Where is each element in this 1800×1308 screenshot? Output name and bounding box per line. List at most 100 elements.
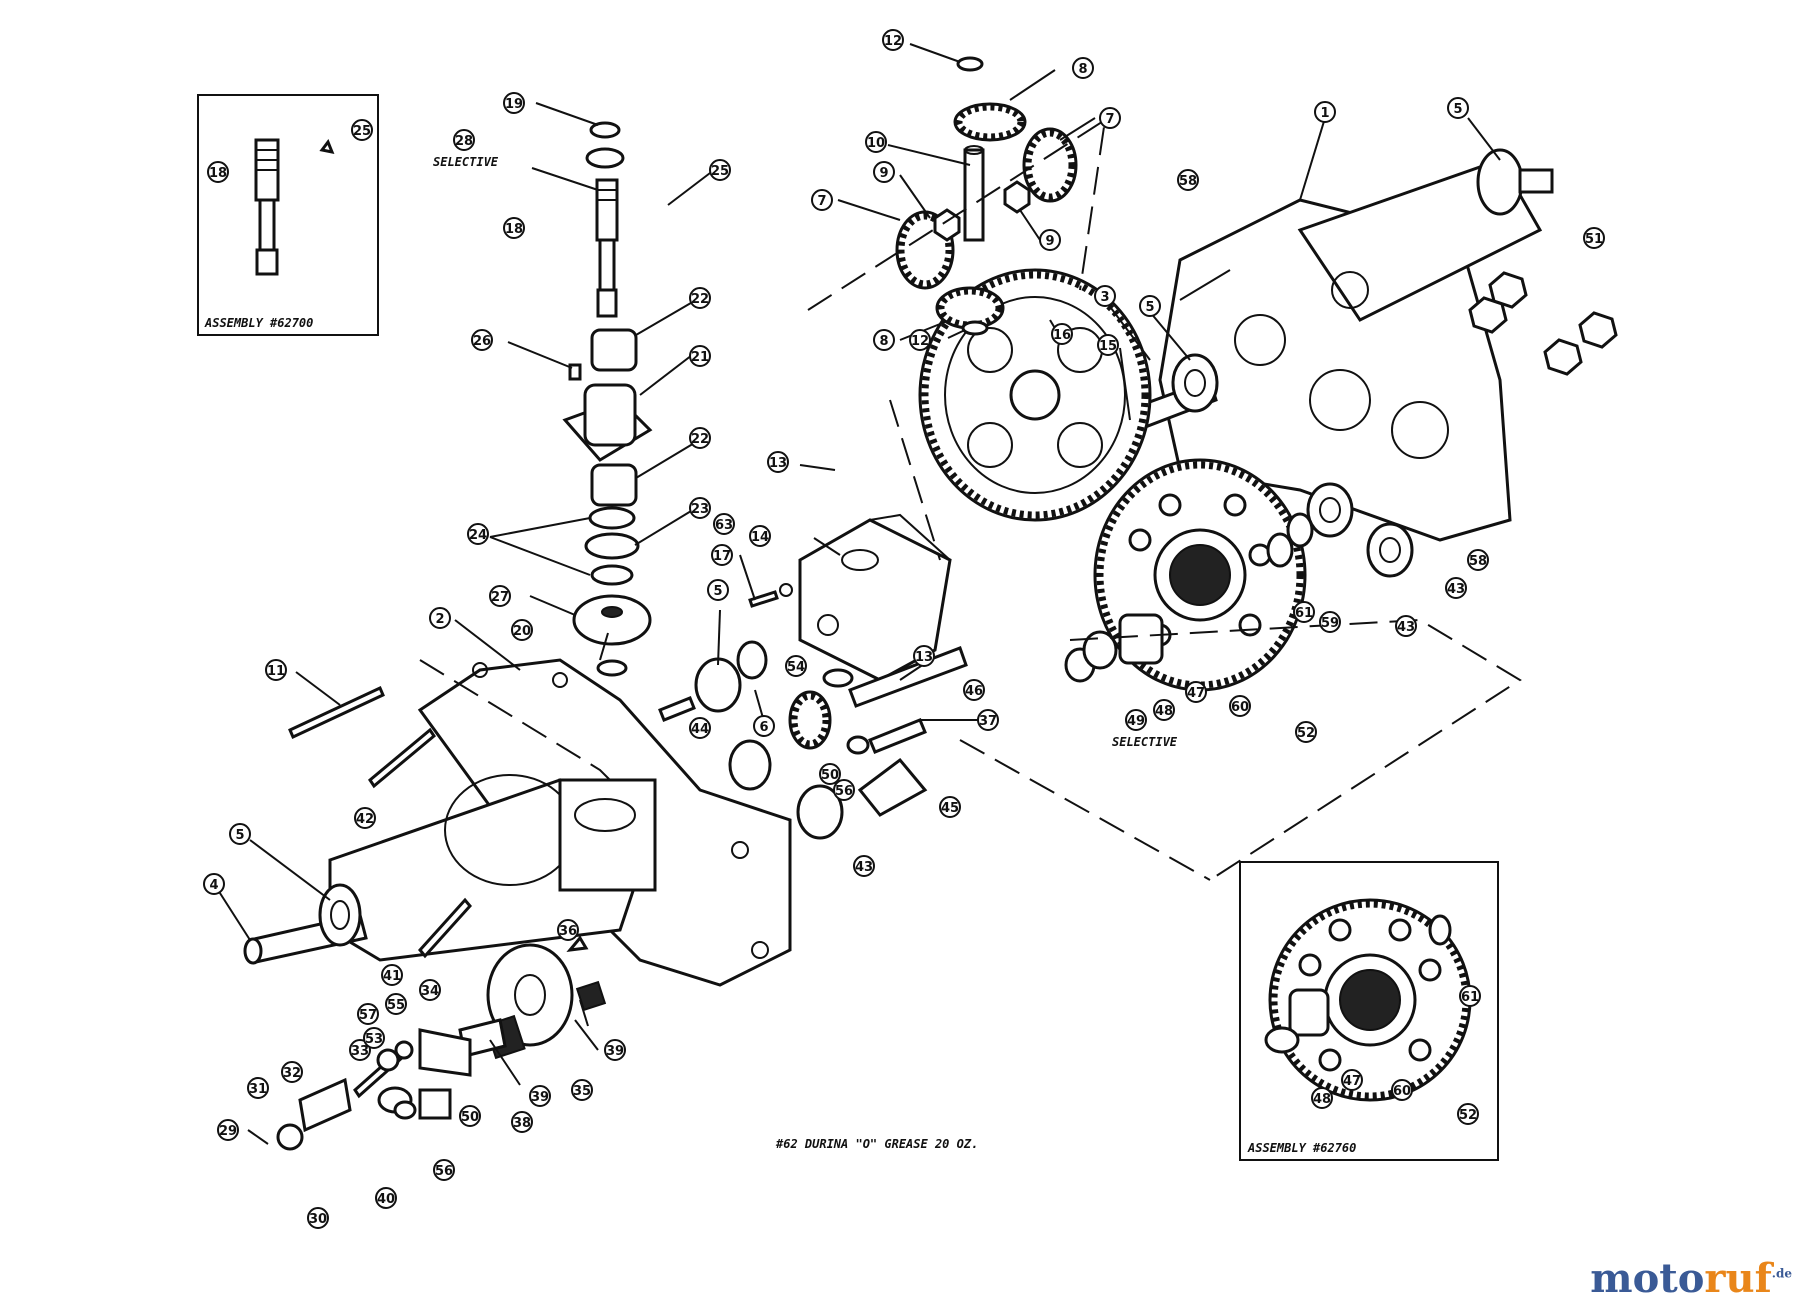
callout-22-bottom: 22	[689, 427, 711, 449]
svg-text:51: 51	[1585, 232, 1603, 247]
callout-52-inset: 52	[1457, 1103, 1479, 1125]
vertical-shaft-stack	[562, 121, 653, 677]
svg-text:60: 60	[1231, 700, 1249, 715]
svg-text:35: 35	[573, 1084, 591, 1099]
svg-text:23: 23	[691, 502, 709, 517]
svg-text:27: 27	[491, 590, 509, 605]
svg-text:29: 29	[219, 1124, 237, 1139]
svg-text:37: 37	[979, 714, 997, 729]
svg-text:17: 17	[713, 549, 731, 564]
svg-text:24: 24	[469, 528, 487, 543]
svg-text:42: 42	[356, 812, 374, 827]
callout-12-bottom: 12	[909, 329, 931, 351]
svg-text:47: 47	[1187, 686, 1205, 701]
callout-56-bottom: 56	[433, 1159, 455, 1181]
callout-37: 37	[977, 709, 999, 731]
svg-text:50: 50	[461, 1110, 479, 1125]
svg-text:8: 8	[879, 334, 888, 349]
nuts-51	[1468, 271, 1618, 376]
callout-7-right: 7	[1099, 107, 1121, 129]
callout-28: 28	[453, 129, 475, 151]
callout-57: 57	[357, 1003, 379, 1025]
callout-5-left: 5	[229, 823, 251, 845]
callout-39-right: 39	[604, 1039, 626, 1061]
svg-text:54: 54	[787, 660, 805, 675]
callout-47: 47	[1185, 681, 1207, 703]
svg-text:13: 13	[915, 650, 933, 665]
svg-text:30: 30	[309, 1212, 327, 1227]
callout-5-mid: 5	[1139, 295, 1161, 317]
callout-61: 61	[1293, 601, 1315, 623]
callout-27: 27	[489, 585, 511, 607]
svg-text:1: 1	[1320, 106, 1329, 121]
callout-25: 25	[709, 159, 731, 181]
watermark-logo: motoruf.de	[1590, 1255, 1792, 1302]
differential-gears	[895, 56, 1078, 336]
svg-text:13: 13	[769, 456, 787, 471]
svg-text:9: 9	[879, 166, 888, 181]
svg-text:41: 41	[383, 969, 401, 984]
svg-text:58: 58	[1179, 174, 1197, 189]
pinion-shaft-parts	[658, 640, 968, 840]
callout-52: 52	[1295, 721, 1317, 743]
svg-text:21: 21	[691, 350, 709, 365]
svg-text:20: 20	[513, 624, 531, 639]
callout-56-top: 56	[833, 779, 855, 801]
svg-text:43: 43	[1397, 620, 1415, 635]
svg-text:38: 38	[513, 1116, 531, 1131]
callout-13-mid: 13	[913, 645, 935, 667]
svg-text:9: 9	[1045, 234, 1054, 249]
callout-14: 14	[749, 525, 771, 547]
right-housing	[1158, 148, 1554, 542]
callout-4: 4	[203, 873, 225, 895]
svg-text:46: 46	[965, 684, 983, 699]
callout-55: 55	[385, 993, 407, 1015]
svg-text:43: 43	[1447, 582, 1465, 597]
inset-gear-assembly: ASSEMBLY #62760	[1239, 861, 1499, 1161]
left-axle	[243, 883, 368, 965]
svg-text:12: 12	[884, 34, 902, 49]
svg-text:14: 14	[751, 530, 769, 545]
callout-2: 2	[429, 607, 451, 629]
callout-11: 11	[265, 659, 287, 681]
callout-30: 30	[307, 1207, 329, 1229]
left-housing	[328, 658, 792, 987]
callout-12-top: 12	[882, 29, 904, 51]
callout-18: 18	[503, 217, 525, 239]
callout-40: 40	[375, 1187, 397, 1209]
callout-13-top: 13	[767, 451, 789, 473]
assembly-lines	[419, 117, 1522, 881]
svg-text:40: 40	[377, 1192, 395, 1207]
svg-text:60: 60	[1393, 1084, 1411, 1099]
callout-42: 42	[354, 807, 376, 829]
svg-text:52: 52	[1297, 726, 1315, 741]
svg-text:7: 7	[1105, 112, 1114, 127]
svg-text:28: 28	[455, 134, 473, 149]
svg-text:7: 7	[817, 194, 826, 209]
callout-32: 32	[281, 1061, 303, 1083]
callout-26: 26	[471, 329, 493, 351]
caption-grease-note: #62 DURINA "O" GREASE 20 OZ.	[775, 1137, 978, 1151]
callout-25-inset: 25	[351, 119, 373, 141]
callout-46: 46	[963, 679, 985, 701]
callout-34: 34	[419, 979, 441, 1001]
svg-text:18: 18	[209, 166, 227, 181]
svg-text:25: 25	[711, 164, 729, 179]
svg-text:48: 48	[1155, 704, 1173, 719]
svg-text:5: 5	[713, 584, 722, 599]
svg-text:50: 50	[821, 768, 839, 783]
svg-text:11: 11	[267, 664, 285, 679]
right-bearings	[1064, 482, 1414, 683]
svg-text:59: 59	[1321, 616, 1339, 631]
callout-50-bottom: 50	[459, 1105, 481, 1127]
callout-54: 54	[785, 655, 807, 677]
svg-text:39: 39	[606, 1044, 624, 1059]
svg-text:45: 45	[941, 801, 959, 816]
caption-assembly-62700: ASSEMBLY #62700	[204, 316, 313, 330]
callout-5-top: 5	[1447, 97, 1469, 119]
caption-selective-bottom: SELECTIVE	[1112, 735, 1178, 749]
svg-text:6: 6	[759, 720, 768, 735]
svg-text:49: 49	[1127, 714, 1145, 729]
svg-text:10: 10	[867, 136, 885, 151]
